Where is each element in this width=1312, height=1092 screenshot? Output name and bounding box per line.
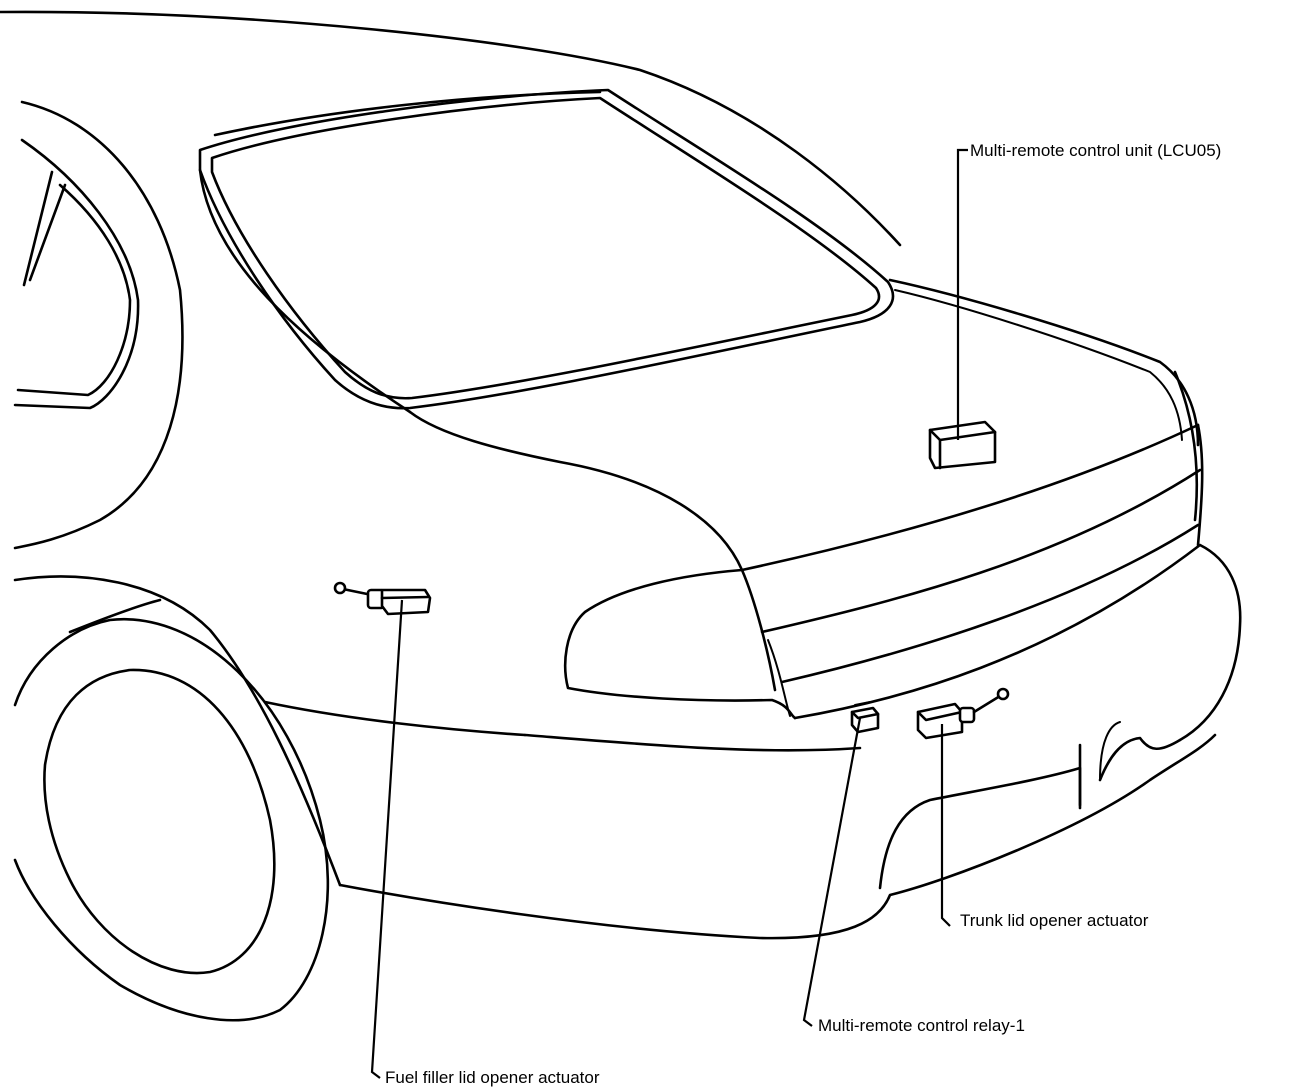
rear-window-inner — [210, 96, 881, 400]
label-multi-remote-control-relay: Multi-remote control relay-1 — [818, 1016, 1025, 1035]
leader-lines — [370, 148, 968, 1079]
leader-fuel-actuator — [370, 599, 404, 1079]
leader-trunk-actuator — [940, 724, 951, 927]
roof-inner-line — [213, 90, 602, 137]
trunk-back-line-2 — [1173, 370, 1199, 522]
trunk-back-line-3 — [760, 468, 1202, 634]
rear-window-outer — [198, 88, 895, 410]
quarter-panel-line — [263, 700, 527, 737]
tail-light-inner — [767, 639, 791, 717]
body-shoulder — [198, 168, 412, 414]
rear-door-window-sash-2 — [28, 183, 67, 282]
multi-remote-control-unit-part — [928, 420, 997, 470]
leader-control-unit — [956, 148, 968, 440]
trunk-back-right-edge — [1196, 423, 1204, 547]
leader-relay — [802, 717, 862, 1027]
bumper-notch — [1098, 736, 1182, 782]
bumper-notch-2 — [1099, 721, 1121, 781]
wheel-arch-outer — [13, 575, 342, 887]
tail-light-divider — [740, 568, 777, 692]
rear-door-window-frame — [13, 138, 140, 410]
trunk-lid-actuator-part — [916, 687, 1010, 740]
rear-tire-sidewall — [43, 668, 276, 975]
wheel-arch-inner — [68, 598, 162, 634]
rear-tire-outer — [13, 617, 330, 1022]
deck-lid-side-line — [888, 278, 1200, 447]
bumper-bottom — [338, 733, 1217, 940]
rear-door-window-sash — [22, 170, 54, 287]
deck-lid-side-line-2 — [894, 289, 1183, 441]
roof-line — [0, 10, 902, 247]
deck-lid-top — [408, 410, 744, 572]
license-recess — [878, 766, 1082, 890]
label-trunk-lid-opener-actuator: Trunk lid opener actuator — [960, 911, 1149, 930]
fuel-filler-lid-actuator-part — [333, 581, 432, 616]
trunk-back-line-1 — [740, 423, 1200, 572]
car-body — [0, 10, 1242, 1022]
label-multi-remote-control-unit: Multi-remote control unit (LCU05) — [970, 141, 1221, 160]
bumper-top-line — [793, 543, 1242, 742]
label-fuel-filler-lid-opener-actuator: Fuel filler lid opener actuator — [385, 1068, 600, 1087]
c-pillar-line — [13, 100, 184, 550]
tail-light — [563, 568, 797, 720]
bumper-lower-line — [523, 733, 862, 752]
trunk-back-line-4 — [780, 523, 1200, 684]
rear-door-window-inner — [16, 183, 132, 397]
